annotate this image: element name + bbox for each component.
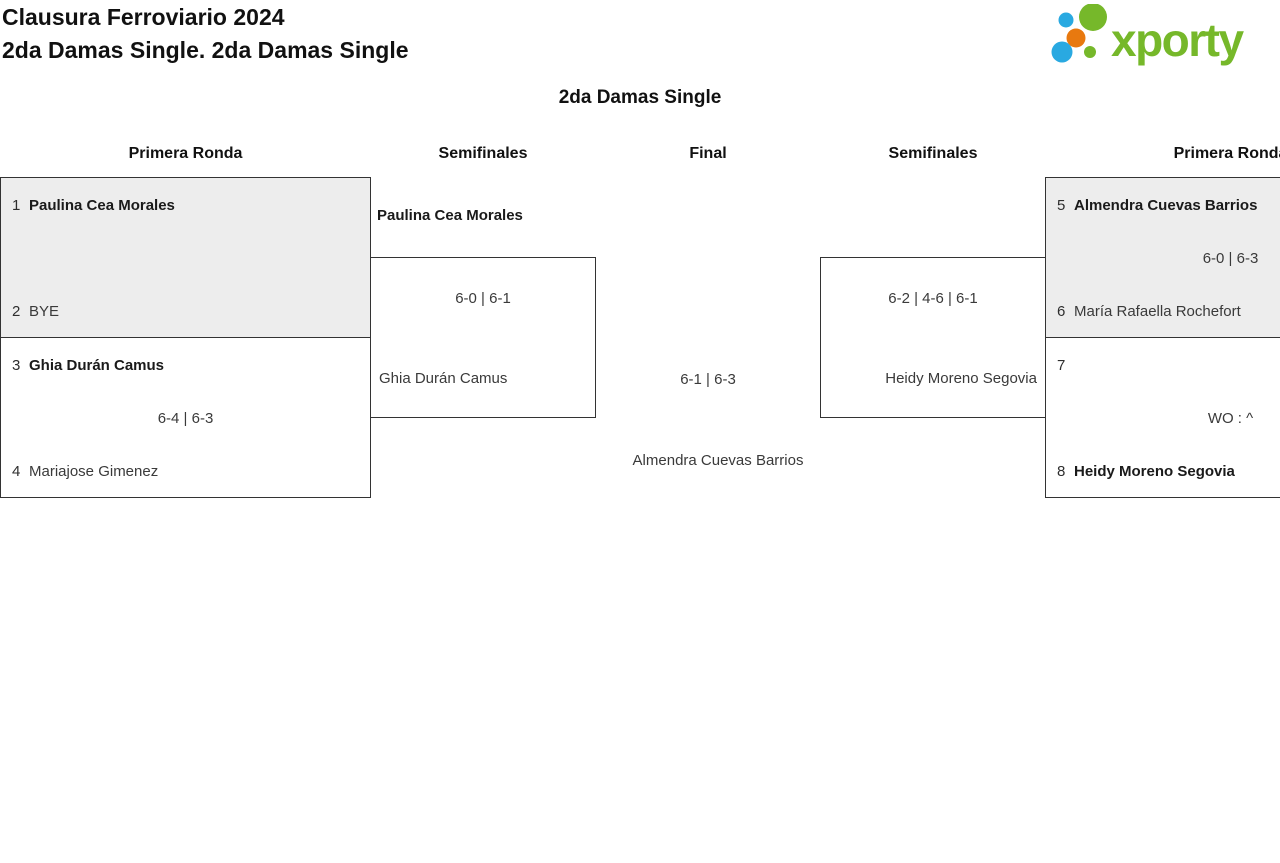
- player-name: Heidy Moreno Segovia: [1074, 463, 1235, 480]
- round-header-semifinales-right: Semifinales: [888, 145, 978, 162]
- seed-number: 4: [12, 463, 21, 480]
- player-slot: 3 Ghia Durán Camus: [12, 357, 359, 374]
- final-score: 6-1 | 6-3: [680, 371, 736, 388]
- logo-wordmark: xporty: [1111, 14, 1245, 66]
- logo-dot-orange-icon: [1066, 28, 1086, 48]
- round-header-final: Final: [689, 145, 727, 162]
- match-score: 6-0 | 6-3: [1202, 250, 1259, 267]
- seed-number: 5: [1057, 197, 1066, 214]
- logo-dot-green-large-icon: [1079, 3, 1107, 31]
- player-name: Almendra Cuevas Barrios: [1074, 197, 1258, 214]
- seed-number: 6: [1057, 303, 1066, 320]
- seed-number: 2: [12, 303, 21, 320]
- match-box-semifinal-right[interactable]: 6-2 | 4-6 | 6-1 Heidy Moreno Segovia: [820, 257, 1046, 418]
- player-name: Mariajose Gimenez: [29, 463, 159, 480]
- round-header-primera-ronda-right: Primera Ronda: [1173, 145, 1280, 162]
- player-name: Ghia Durán Camus: [29, 357, 165, 374]
- player-slot: 4 Mariajose Gimenez: [12, 463, 359, 480]
- player-slot: 1 Paulina Cea Morales: [12, 197, 359, 214]
- match-score: WO : ^: [1207, 410, 1254, 427]
- xporty-logo-graphic: xporty: [1051, 3, 1246, 66]
- logo-dot-blue-small-icon: [1058, 12, 1074, 28]
- champion-name: Almendra Cuevas Barrios: [632, 452, 804, 469]
- tournament-title: Clausura Ferroviario 2024 2da Damas Sing…: [2, 1, 409, 67]
- match-score: 6-2 | 4-6 | 6-1: [888, 290, 978, 307]
- round-header-semifinales-left: Semifinales: [438, 145, 528, 162]
- seed-number: 7: [1057, 357, 1066, 374]
- bracket: Primera Ronda Semifinales Final Semifina…: [0, 145, 1280, 498]
- match-box-first-round-right-1[interactable]: 5 Almendra Cuevas Barrios 6-0 | 6-3 6 Ma…: [1045, 177, 1280, 338]
- player-slot: 7: [1057, 357, 1280, 374]
- xporty-logo[interactable]: xporty: [1048, 3, 1278, 66]
- round-header-primera-ronda-left: Primera Ronda: [128, 145, 243, 162]
- logo-dot-green-small-icon: [1084, 46, 1096, 58]
- tournament-title-line2: 2da Damas Single. 2da Damas Single: [2, 37, 409, 63]
- match-score: 6-0 | 6-1: [455, 290, 511, 307]
- match-box-first-round-left-2[interactable]: 3 Ghia Durán Camus 6-4 | 6-3 4 Mariajose…: [0, 337, 371, 498]
- seed-number: 1: [12, 197, 21, 214]
- player-slot: 6 María Rafaella Rochefort: [1057, 303, 1280, 320]
- match-box-first-round-right-2[interactable]: 7 WO : ^ 8 Heidy Moreno Segovia: [1045, 337, 1280, 498]
- player-slot: 8 Heidy Moreno Segovia: [1057, 463, 1280, 480]
- match-score: 6-4 | 6-3: [157, 410, 214, 427]
- match-box-semifinal-left[interactable]: 6-0 | 6-1 Ghia Durán Camus: [370, 257, 596, 418]
- player-slot: 2 BYE: [12, 303, 359, 320]
- bracket-title: 2da Damas Single: [558, 87, 722, 108]
- player-name: María Rafaella Rochefort: [1074, 303, 1241, 320]
- player-name: BYE: [29, 303, 60, 320]
- player-name: Ghia Durán Camus: [379, 370, 508, 387]
- player-name: Heidy Moreno Segovia: [885, 370, 1037, 387]
- player-name: Paulina Cea Morales: [29, 197, 175, 214]
- tournament-title-line1: Clausura Ferroviario 2024: [2, 4, 285, 30]
- match-box-first-round-left-1[interactable]: 1 Paulina Cea Morales 2 BYE: [0, 177, 371, 338]
- advancing-player-name: Paulina Cea Morales: [377, 207, 523, 224]
- logo-dot-blue-large-icon: [1051, 41, 1073, 63]
- player-slot: 5 Almendra Cuevas Barrios: [1057, 197, 1280, 214]
- seed-number: 3: [12, 357, 21, 374]
- seed-number: 8: [1057, 463, 1066, 480]
